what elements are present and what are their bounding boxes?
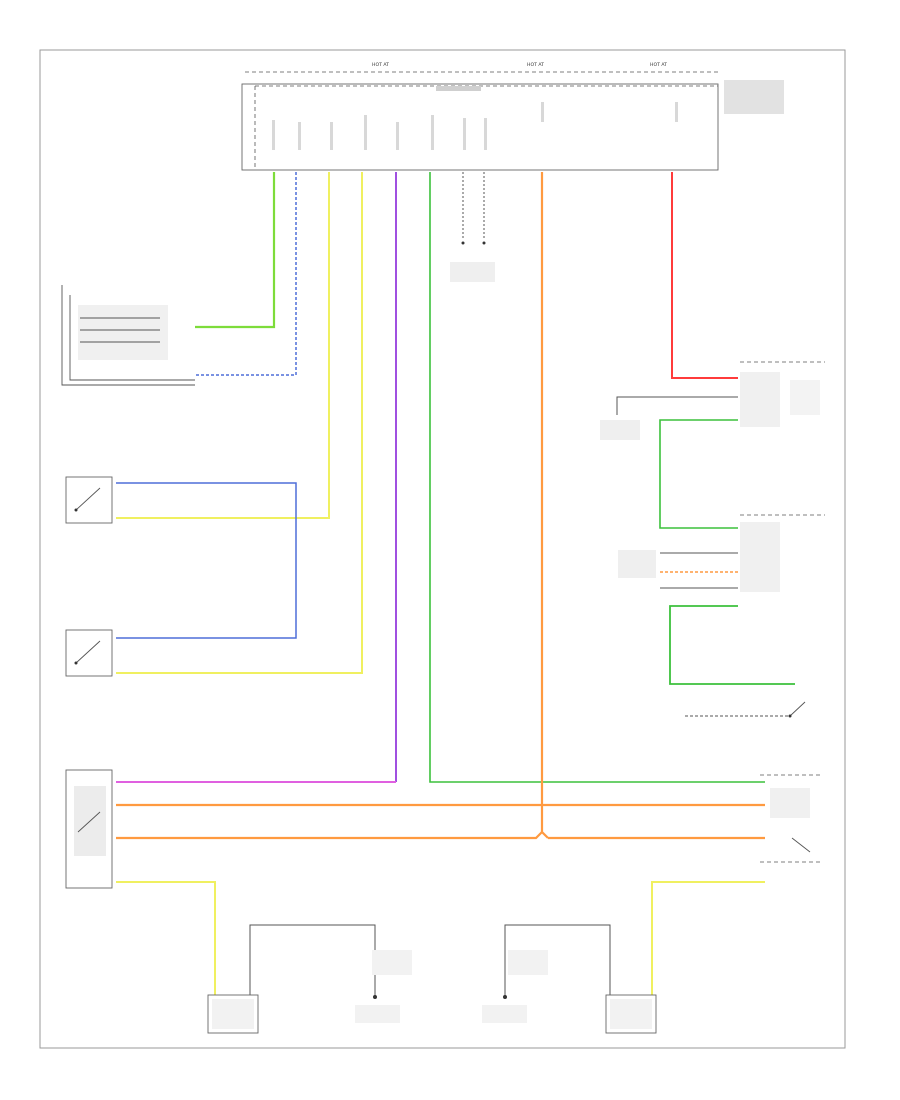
front-locker-relay (65, 769, 113, 889)
wire-yellow-front-solenoid (116, 881, 216, 995)
rear-locker-relay (760, 774, 820, 863)
wire-blue-tcase (195, 172, 297, 376)
ground-bottom-right (482, 950, 548, 1023)
ground-top (450, 241, 495, 282)
module-header-1: HOT AT (372, 62, 389, 68)
wire-orange-main (540, 172, 549, 839)
module-header-2: HOT AT (527, 62, 544, 68)
wire-blue-front-switch (116, 482, 297, 639)
wire-green-rear-relay (429, 172, 765, 783)
wire-orange-front-relay-2 (116, 831, 543, 840)
wire-green-yellow-tcase (195, 172, 276, 329)
ground-bottom-left (355, 950, 412, 1023)
front-locker-solenoid (207, 994, 259, 1034)
wire-red (671, 172, 738, 379)
module-header-3: HOT AT (650, 62, 667, 68)
wire-yellow-rear-solenoid (651, 881, 765, 995)
front-locker-switch (65, 476, 113, 524)
wire-green-right-2 (669, 605, 795, 685)
ground-right (600, 420, 656, 578)
right-switch (788, 701, 806, 718)
wire-yellow-rear-switch (116, 172, 363, 674)
wire-yellow-front-switch (116, 172, 330, 519)
rear-locker-switch (65, 629, 113, 677)
diagram-frame (39, 49, 846, 1049)
fuse-block (740, 361, 825, 592)
control-module: HOT AT HOT AT HOT AT (241, 62, 784, 171)
transfer-case-switch (61, 285, 195, 386)
wire-green-right-1 (659, 419, 738, 529)
rear-locker-solenoid (605, 994, 657, 1034)
